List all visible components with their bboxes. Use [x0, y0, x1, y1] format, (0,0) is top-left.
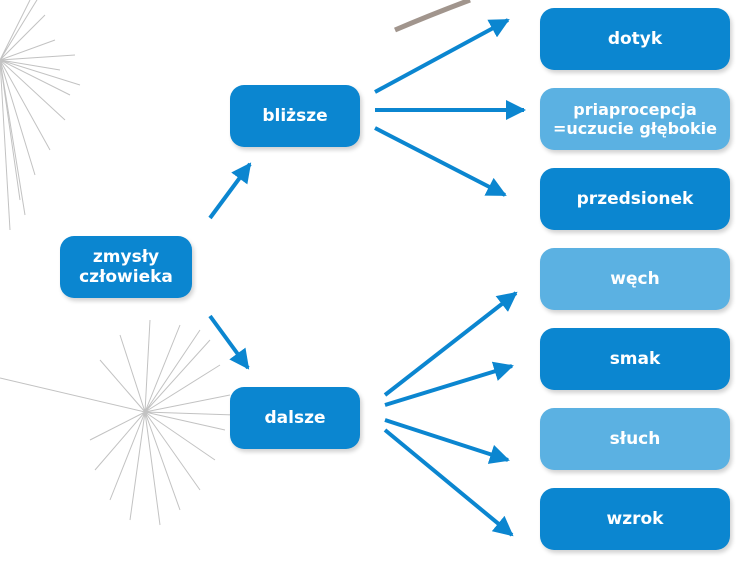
node-smak: smak	[540, 328, 730, 390]
node-label: słuch	[609, 428, 661, 449]
node-blizsze: bliższe	[230, 85, 360, 147]
node-dalsze: dalsze	[230, 387, 360, 449]
node-label: smak	[609, 348, 661, 369]
node-label: przedsionek	[576, 188, 694, 209]
node-label: dalsze	[264, 407, 326, 428]
node-zmysly-czlowieka: zmysły człowieka	[60, 236, 192, 298]
node-label: zmysły człowieka	[79, 246, 173, 287]
node-dotyk: dotyk	[540, 8, 730, 70]
node-label: bliższe	[262, 105, 328, 126]
node-priaprocepcja: priaprocepcja =uczucie głębokie	[540, 88, 730, 150]
node-label: węch	[610, 268, 660, 289]
node-label: wzrok	[606, 508, 664, 529]
node-label: dotyk	[607, 28, 663, 49]
node-label: priaprocepcja =uczucie głębokie	[552, 99, 718, 138]
node-wech: węch	[540, 248, 730, 310]
node-sluch: słuch	[540, 408, 730, 470]
node-wzrok: wzrok	[540, 488, 730, 550]
node-przedsionek: przedsionek	[540, 168, 730, 230]
